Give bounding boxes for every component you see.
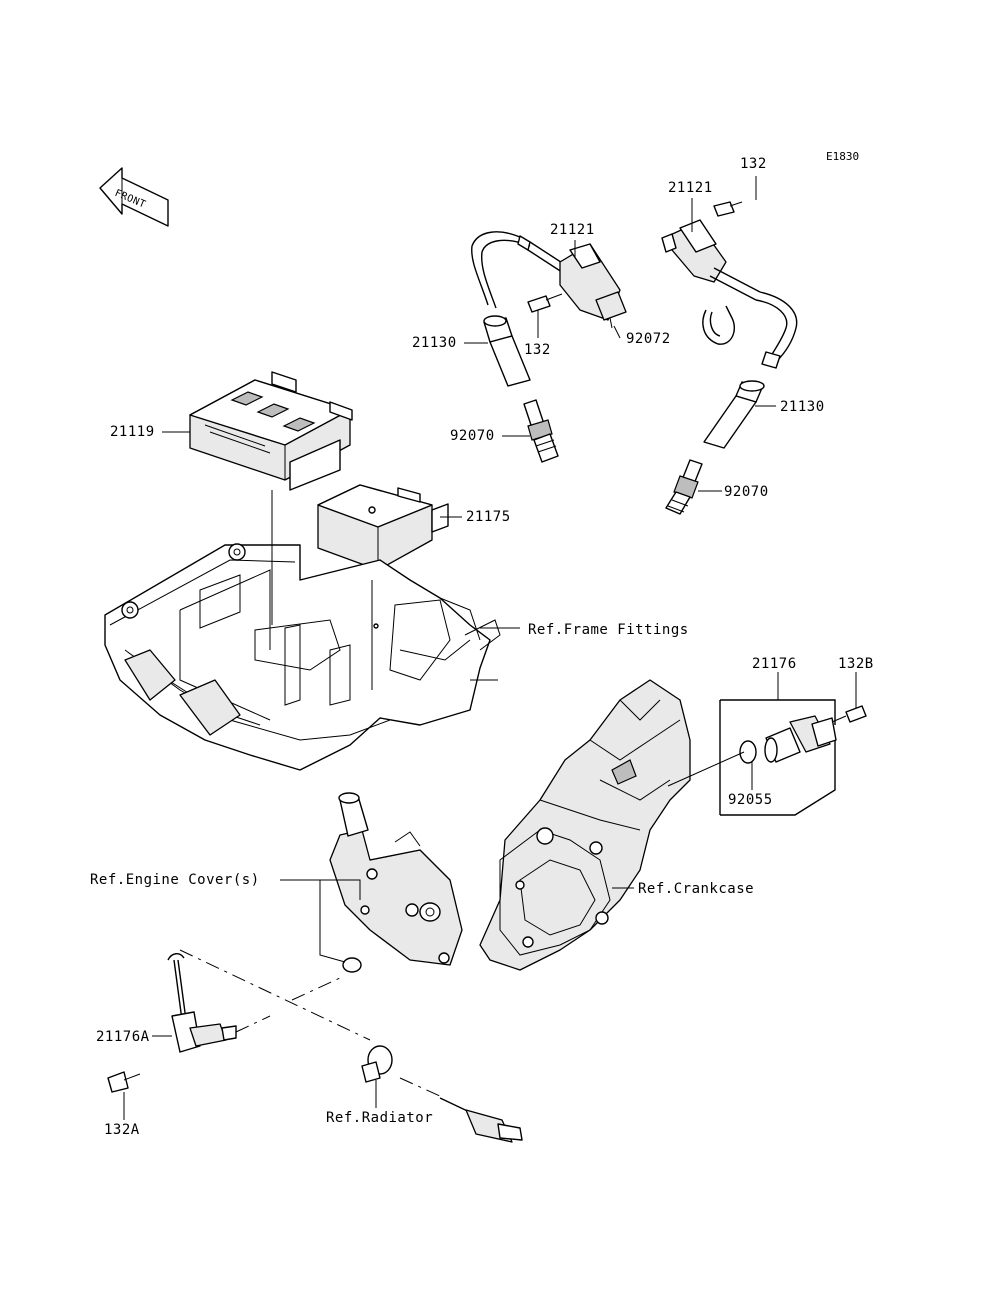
cover-leader-2 xyxy=(320,879,361,900)
label-21130-left: 21130 xyxy=(412,335,457,351)
sensor-21176A xyxy=(167,953,237,1053)
dash-line-sensor xyxy=(179,949,371,1041)
dash-line-2 xyxy=(235,1015,271,1033)
bolt-132A xyxy=(107,1071,141,1093)
plug-cap-left xyxy=(483,315,531,387)
leader-lines xyxy=(123,176,857,1120)
label-ref-radiator: Ref.Radiator xyxy=(326,1110,434,1126)
frame-tray xyxy=(104,543,501,771)
label-21175: 21175 xyxy=(466,509,511,525)
label-ref-frame: Ref.Frame Fittings xyxy=(528,622,689,638)
label-ref-crankcase: Ref.Crankcase xyxy=(638,881,755,897)
module-21175 xyxy=(317,484,449,571)
label-21121-top: 21121 xyxy=(668,180,713,196)
label-ref-engine-cover: Ref.Engine Cover(s) xyxy=(90,872,260,888)
plug-cap-right xyxy=(703,380,765,449)
bolt-132-center xyxy=(527,293,563,313)
radiator-clip xyxy=(361,1045,393,1083)
label-92070-left: 92070 xyxy=(450,428,495,444)
engine-cover xyxy=(329,792,463,966)
label-132-mid: 132 xyxy=(524,342,551,358)
sensor-21176 xyxy=(667,699,837,816)
label-132A: 132A xyxy=(104,1122,140,1138)
label-21130-right: 21130 xyxy=(780,399,825,415)
dash-line-3 xyxy=(291,977,341,1001)
bolt-132-top xyxy=(713,201,743,217)
cover-leader xyxy=(280,879,346,963)
diagram-code: E1830 xyxy=(826,150,860,163)
front-arrow-icon xyxy=(99,167,169,227)
label-132-top: 132 xyxy=(740,156,767,172)
spark-plug-right xyxy=(665,459,703,515)
bolt-132B xyxy=(831,705,867,723)
label-92072: 92072 xyxy=(626,331,671,347)
label-92070-right: 92070 xyxy=(724,484,769,500)
connector xyxy=(439,1097,523,1143)
spark-plug-left xyxy=(523,399,559,463)
label-21121-mid: 21121 xyxy=(550,222,595,238)
o-ring xyxy=(342,957,362,973)
label-21176: 21176 xyxy=(752,656,797,672)
label-132B: 132B xyxy=(838,656,874,672)
label-21176A: 21176A xyxy=(96,1029,150,1045)
crankcase xyxy=(479,679,691,971)
dash-line-4 xyxy=(399,1077,441,1097)
ignition-coil-center xyxy=(471,231,627,329)
ecu-21119 xyxy=(189,371,353,491)
label-92055: 92055 xyxy=(728,792,773,808)
label-21119: 21119 xyxy=(110,424,155,440)
clamp-92072 xyxy=(702,305,736,345)
ignition-coil-right xyxy=(661,219,798,369)
